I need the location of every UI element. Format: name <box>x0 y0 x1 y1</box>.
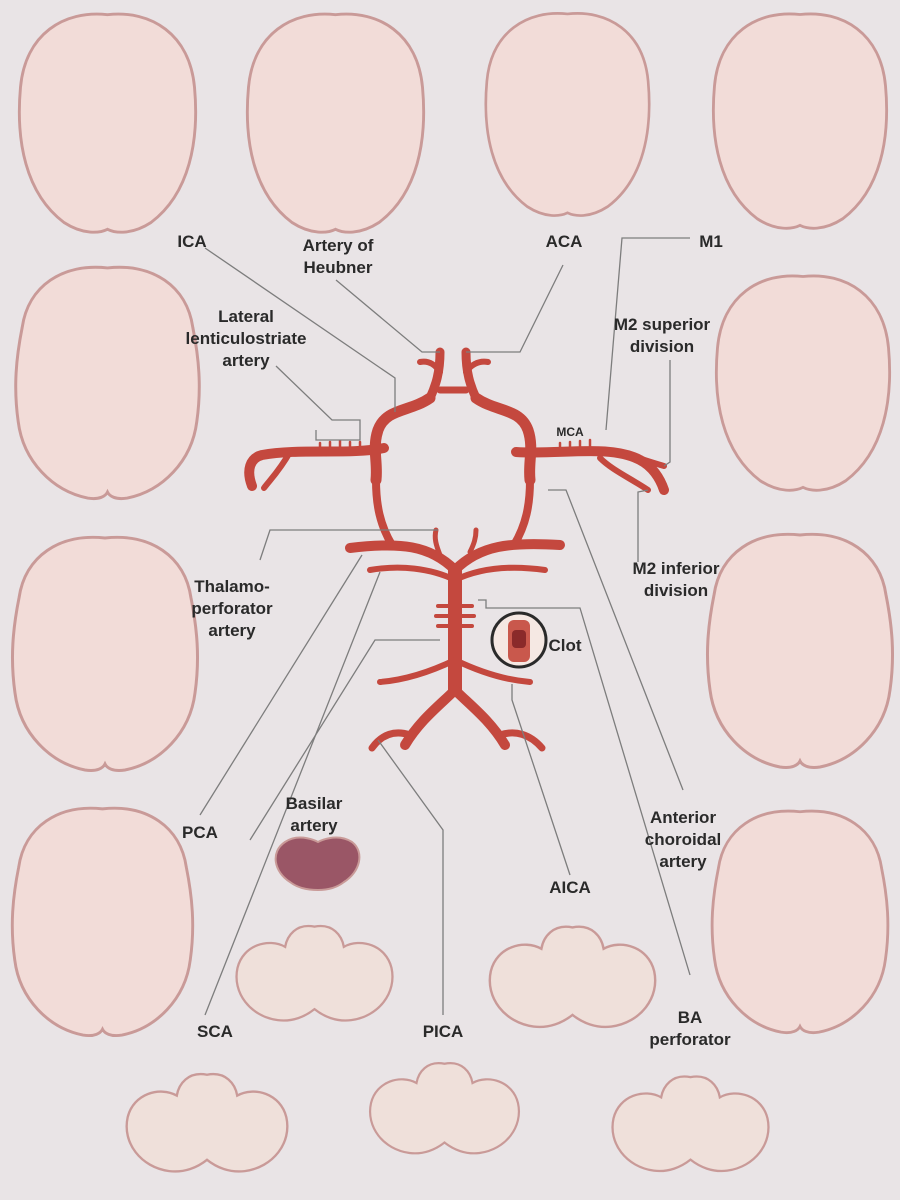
slice-aca-territory <box>484 11 651 217</box>
ica-label: ICA <box>177 232 206 251</box>
sca-right-artery <box>452 564 548 583</box>
basilar-label-line2: artery <box>290 816 338 835</box>
slice-heubner-territory <box>245 12 426 234</box>
basilar-label-line1: Basilar <box>286 794 343 813</box>
m2-superior-label-line2: division <box>630 337 694 356</box>
pica-left-artery <box>368 729 414 752</box>
slice-sca-cerebellum <box>125 1072 289 1173</box>
aca-right-branch <box>463 358 491 375</box>
aca-leader <box>466 264 564 353</box>
aica-right-artery <box>452 657 533 685</box>
mca-left-artery <box>244 443 389 491</box>
m2-inferior-label-line2: division <box>644 581 708 600</box>
slice-m2-superior-territory <box>714 274 892 492</box>
pica-right-artery <box>496 729 546 752</box>
leader-lines <box>199 237 691 1016</box>
slice-basilar-pons <box>274 836 361 892</box>
slice-pca-territory <box>10 806 195 1038</box>
lenticulostriate-perforators <box>318 438 592 454</box>
pica-leader <box>377 739 444 1015</box>
slice-m1-territory <box>711 12 889 230</box>
slice-pica-cerebellum <box>368 1061 521 1155</box>
m2-superior-label-line1: M2 superior <box>614 315 711 334</box>
pca-left-artery <box>345 540 460 575</box>
m2-superior-branch <box>617 449 667 469</box>
slice-aica-cerebellum <box>488 925 657 1029</box>
clot-magnifier-icon <box>490 611 548 669</box>
aica-label: AICA <box>549 878 591 897</box>
slice-basilar-cerebellum <box>235 924 394 1022</box>
anterior-choroidal-label-line2: choroidal <box>645 830 722 849</box>
mca-label: MCA <box>556 425 584 439</box>
thalamoperforator-branch-2 <box>467 527 479 555</box>
ba-perforator-label-line1: BA <box>678 1008 703 1027</box>
ica-right-artery <box>470 392 537 486</box>
slice-ica-territory <box>17 12 198 234</box>
ica-leader <box>204 247 396 412</box>
anterior-choroidal-label-line1: Anterior <box>650 808 717 827</box>
slice-thalamoperforator-territory <box>10 535 200 773</box>
m2-inferior-leader <box>637 489 649 562</box>
anterior-choroidal-label-line3: artery <box>659 852 707 871</box>
pcomm-left-artery <box>372 476 396 549</box>
aica-left-artery <box>377 657 458 685</box>
brain-slices <box>10 11 895 1173</box>
anterior-choroidal-leader <box>548 489 684 791</box>
pica-label: PICA <box>423 1022 464 1041</box>
thalamoperforator-label-line2: perforator <box>191 599 273 618</box>
m1-leader <box>605 237 690 431</box>
ica-left-artery <box>369 392 436 486</box>
pcomm-right-artery <box>510 476 534 549</box>
ba-perforator-leader <box>478 599 691 976</box>
mca-left-branch <box>261 449 293 491</box>
lenticulostriate-leader <box>275 365 361 441</box>
slice-ba-perforator-cerebellum <box>611 1075 770 1173</box>
sca-left-artery <box>367 564 458 583</box>
heubner-label-line1: Artery of <box>303 236 374 255</box>
lenticulostriate-label-line3: artery <box>222 351 270 370</box>
m2-superior-leader <box>663 360 671 467</box>
m2-inferior-label-line1: M2 inferior <box>633 559 720 578</box>
circle-of-willis <box>244 347 669 752</box>
basilar-leader <box>249 639 440 841</box>
sca-label: SCA <box>197 1022 233 1041</box>
m2-inferior-branch <box>597 455 651 493</box>
ba-perforator-label-line2: perforator <box>649 1030 731 1049</box>
heubner-label-line2: Heubner <box>304 258 373 277</box>
aica-leader <box>511 684 571 876</box>
thalamoperforator-label-line3: artery <box>208 621 256 640</box>
clot-label: Clot <box>548 636 581 655</box>
heubner-leader <box>335 279 440 353</box>
thalamoperforator-branch-1 <box>432 527 443 558</box>
pca-label: PCA <box>182 823 218 842</box>
label-layer: ICA Artery of Heubner ACA M1 Lateral len… <box>177 232 731 1049</box>
thalamoperforator-label-line1: Thalamo- <box>194 577 270 596</box>
sca-leader <box>204 571 381 1016</box>
pca-leader <box>199 554 363 816</box>
slice-m2-inferior-territory <box>705 532 895 770</box>
slice-anterior-choroidal-territory <box>710 809 890 1035</box>
lenticulostriate-label-line2: lenticulostriate <box>186 329 307 348</box>
pca-right-artery <box>450 539 565 575</box>
aca-left-branch <box>417 358 443 375</box>
slice-lenticulostriate-territory <box>14 265 201 501</box>
lenticulostriate-label-line1: Lateral <box>218 307 274 326</box>
thalamoperforator-leader <box>259 529 438 561</box>
aca-label: ACA <box>546 232 583 251</box>
m1-label: M1 <box>699 232 723 251</box>
